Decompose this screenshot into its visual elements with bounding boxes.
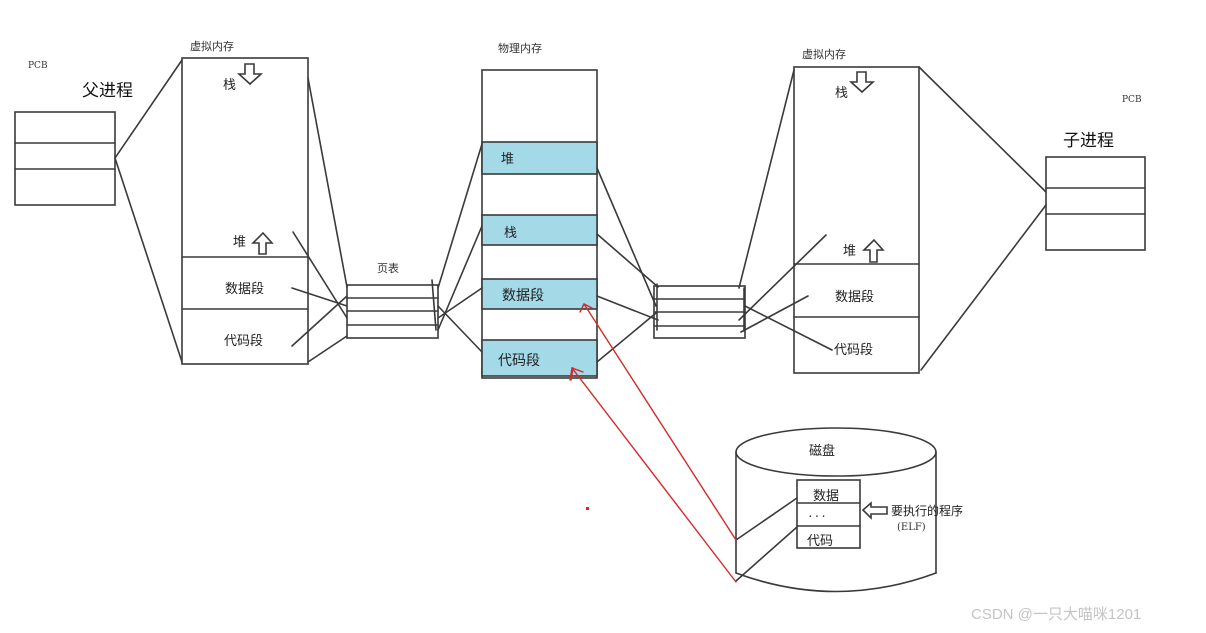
physical-data-label: 数据段 — [502, 288, 544, 304]
parent-process-title: 父进程 — [82, 81, 133, 101]
disk-bottom — [735, 572, 937, 593]
red-arrow-disk-to-data — [583, 303, 737, 541]
physical-stack-block — [481, 214, 598, 246]
disk-file-table — [796, 479, 861, 549]
physical-stack-label: 栈 — [504, 226, 518, 241]
child-pcb-box — [1045, 156, 1146, 251]
disk-row-data: 数据 — [813, 489, 840, 504]
disk-program-arrow — [861, 501, 888, 520]
parent-vm-box — [181, 57, 309, 365]
child-data-label: 数据段 — [835, 290, 875, 305]
parent-stack-down-arrow — [236, 63, 264, 86]
parent-pcb-box — [14, 111, 116, 206]
disk-row-ellipsis: ... — [807, 507, 827, 520]
disk-title: 磁盘 — [809, 444, 836, 459]
red-arrow-disk-to-code — [571, 367, 737, 583]
parent-pcb-label: PCB — [28, 61, 48, 71]
elf-label: (ELF) — [897, 522, 926, 533]
child-heap-up-arrow — [862, 238, 885, 263]
child-stack-down-arrow — [848, 71, 876, 94]
program-to-execute-label: 要执行的程序 — [891, 504, 964, 518]
watermark: CSDN @一只大喵咪1201 — [971, 606, 1142, 623]
physical-data-block — [481, 278, 598, 310]
parent-vm-title: 虚拟内存 — [190, 40, 234, 53]
physical-heap-label: 堆 — [501, 152, 515, 167]
parent-heap-up-arrow — [251, 231, 274, 255]
disk-row-code: 代码 — [807, 534, 834, 549]
child-heap-label: 堆 — [843, 244, 857, 259]
child-stack-label: 栈 — [835, 86, 849, 101]
disk-top — [735, 427, 937, 477]
child-process-title: 子进程 — [1063, 131, 1114, 151]
child-code-label: 代码段 — [834, 343, 874, 358]
physical-memory-title: 物理内存 — [498, 42, 542, 55]
physical-code-label: 代码段 — [498, 353, 540, 369]
child-vm-box — [793, 66, 920, 374]
parent-heap-label: 堆 — [233, 235, 247, 250]
parent-data-label: 数据段 — [225, 282, 265, 297]
parent-stack-label: 栈 — [223, 78, 237, 93]
child-pcb-label: PCB — [1122, 95, 1142, 105]
child-vm-title: 虚拟内存 — [802, 48, 846, 61]
parent-code-label: 代码段 — [224, 334, 264, 349]
physical-heap-block — [481, 141, 598, 175]
page-table-label: 页表 — [377, 262, 399, 275]
